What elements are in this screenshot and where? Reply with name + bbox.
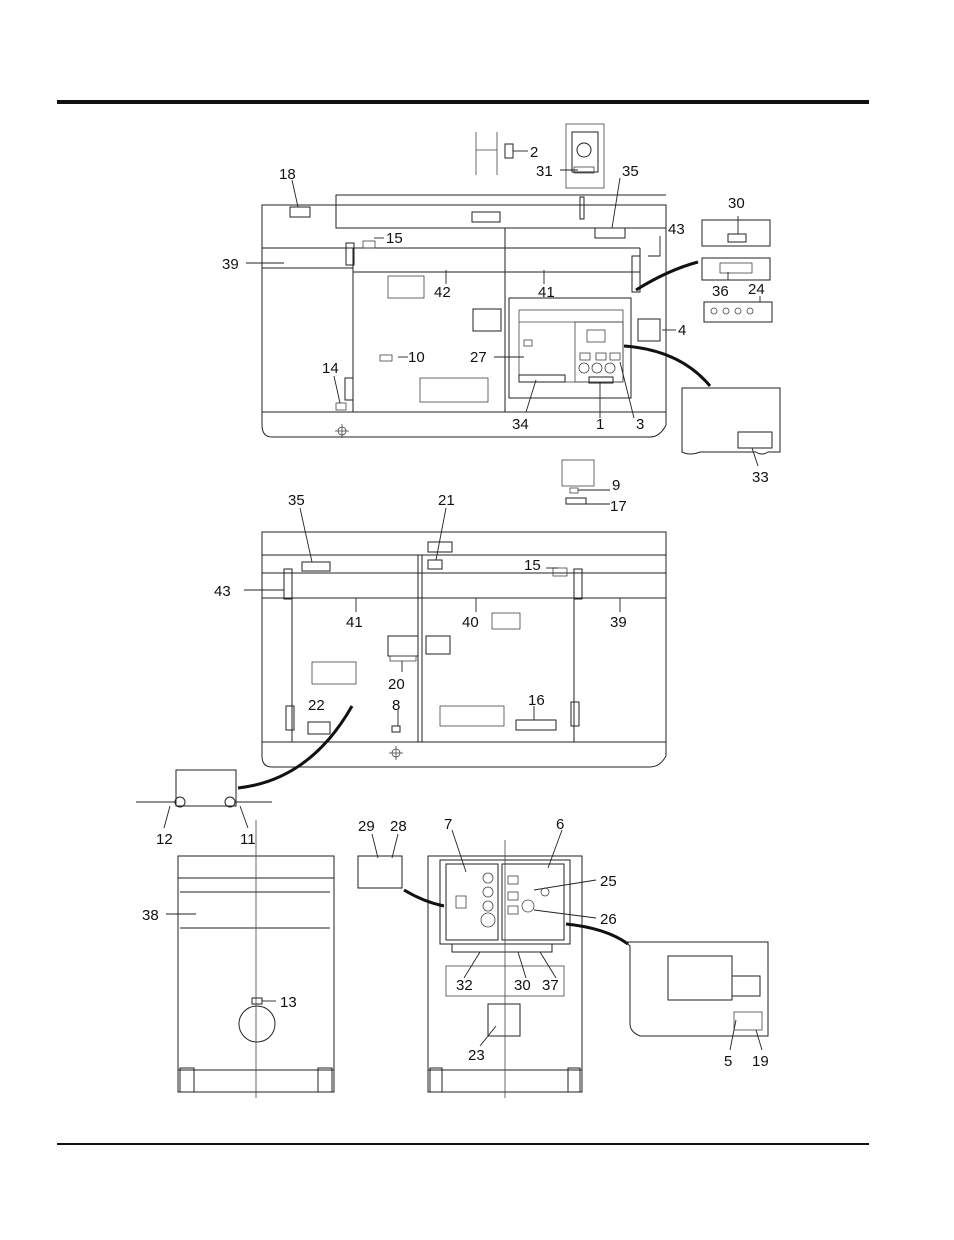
callout-39: 39 (610, 614, 627, 631)
top-rule (57, 100, 869, 104)
callout-43: 43 (668, 221, 685, 238)
callout-19: 19 (752, 1053, 769, 1070)
generator-end-view-left (178, 820, 334, 1098)
callouts-middle: 35 21 15 43 41 40 39 20 22 8 16 12 11 (156, 492, 627, 848)
callout-10: 10 (408, 349, 425, 366)
leader-lines (164, 151, 762, 1050)
callout-29: 29 (358, 818, 375, 835)
callout-26: 26 (600, 911, 617, 928)
callout-36: 36 (712, 283, 729, 300)
callouts-bottom: 29 28 7 6 25 26 38 13 32 30 37 23 5 19 (142, 816, 769, 1070)
bottom-rule (57, 1143, 869, 1145)
generator-side-view-top (262, 124, 780, 504)
callout-7: 7 (444, 816, 452, 833)
callout-30: 30 (514, 977, 531, 994)
callout-9: 9 (612, 477, 620, 494)
callout-11: 11 (240, 831, 256, 848)
callout-18: 18 (279, 166, 296, 183)
callout-23: 23 (468, 1047, 485, 1064)
callout-15: 15 (524, 557, 541, 574)
callout-1: 1 (596, 416, 604, 433)
callout-35: 35 (288, 492, 305, 509)
callout-5: 5 (724, 1053, 732, 1070)
callout-25: 25 (600, 873, 617, 890)
panel-door-detail (626, 942, 768, 1036)
callout-13: 13 (280, 994, 297, 1011)
callout-16: 16 (528, 692, 545, 709)
generator-end-view-panel (358, 840, 628, 1098)
callout-17: 17 (610, 498, 627, 515)
callout-42: 42 (434, 284, 451, 301)
callout-33: 33 (752, 469, 769, 486)
callout-22: 22 (308, 697, 325, 714)
callout-28: 28 (390, 818, 407, 835)
callout-15: 15 (386, 230, 403, 247)
callout-39: 39 (222, 256, 239, 273)
callout-14: 14 (322, 360, 339, 377)
callout-12: 12 (156, 831, 173, 848)
callout-41: 41 (346, 614, 363, 631)
callout-20: 20 (388, 676, 405, 693)
generator-side-view-middle (136, 532, 666, 807)
callout-6: 6 (556, 816, 564, 833)
callout-35: 35 (622, 163, 639, 180)
callout-40: 40 (462, 614, 479, 631)
callout-27: 27 (470, 349, 487, 366)
callout-32: 32 (456, 977, 473, 994)
callout-43: 43 (214, 583, 231, 600)
callout-30: 30 (728, 195, 745, 212)
callout-37: 37 (542, 977, 559, 994)
callout-38: 38 (142, 907, 159, 924)
callout-21: 21 (438, 492, 455, 509)
callout-24: 24 (748, 281, 765, 298)
callout-2: 2 (530, 144, 538, 161)
callouts-top: 18 2 31 35 30 15 43 39 42 41 36 24 4 27 … (222, 144, 769, 515)
callout-34: 34 (512, 416, 529, 433)
callout-3: 3 (636, 416, 644, 433)
callout-4: 4 (678, 322, 686, 339)
callout-8: 8 (392, 697, 400, 714)
callout-31: 31 (536, 163, 553, 180)
callout-41: 41 (538, 284, 555, 301)
